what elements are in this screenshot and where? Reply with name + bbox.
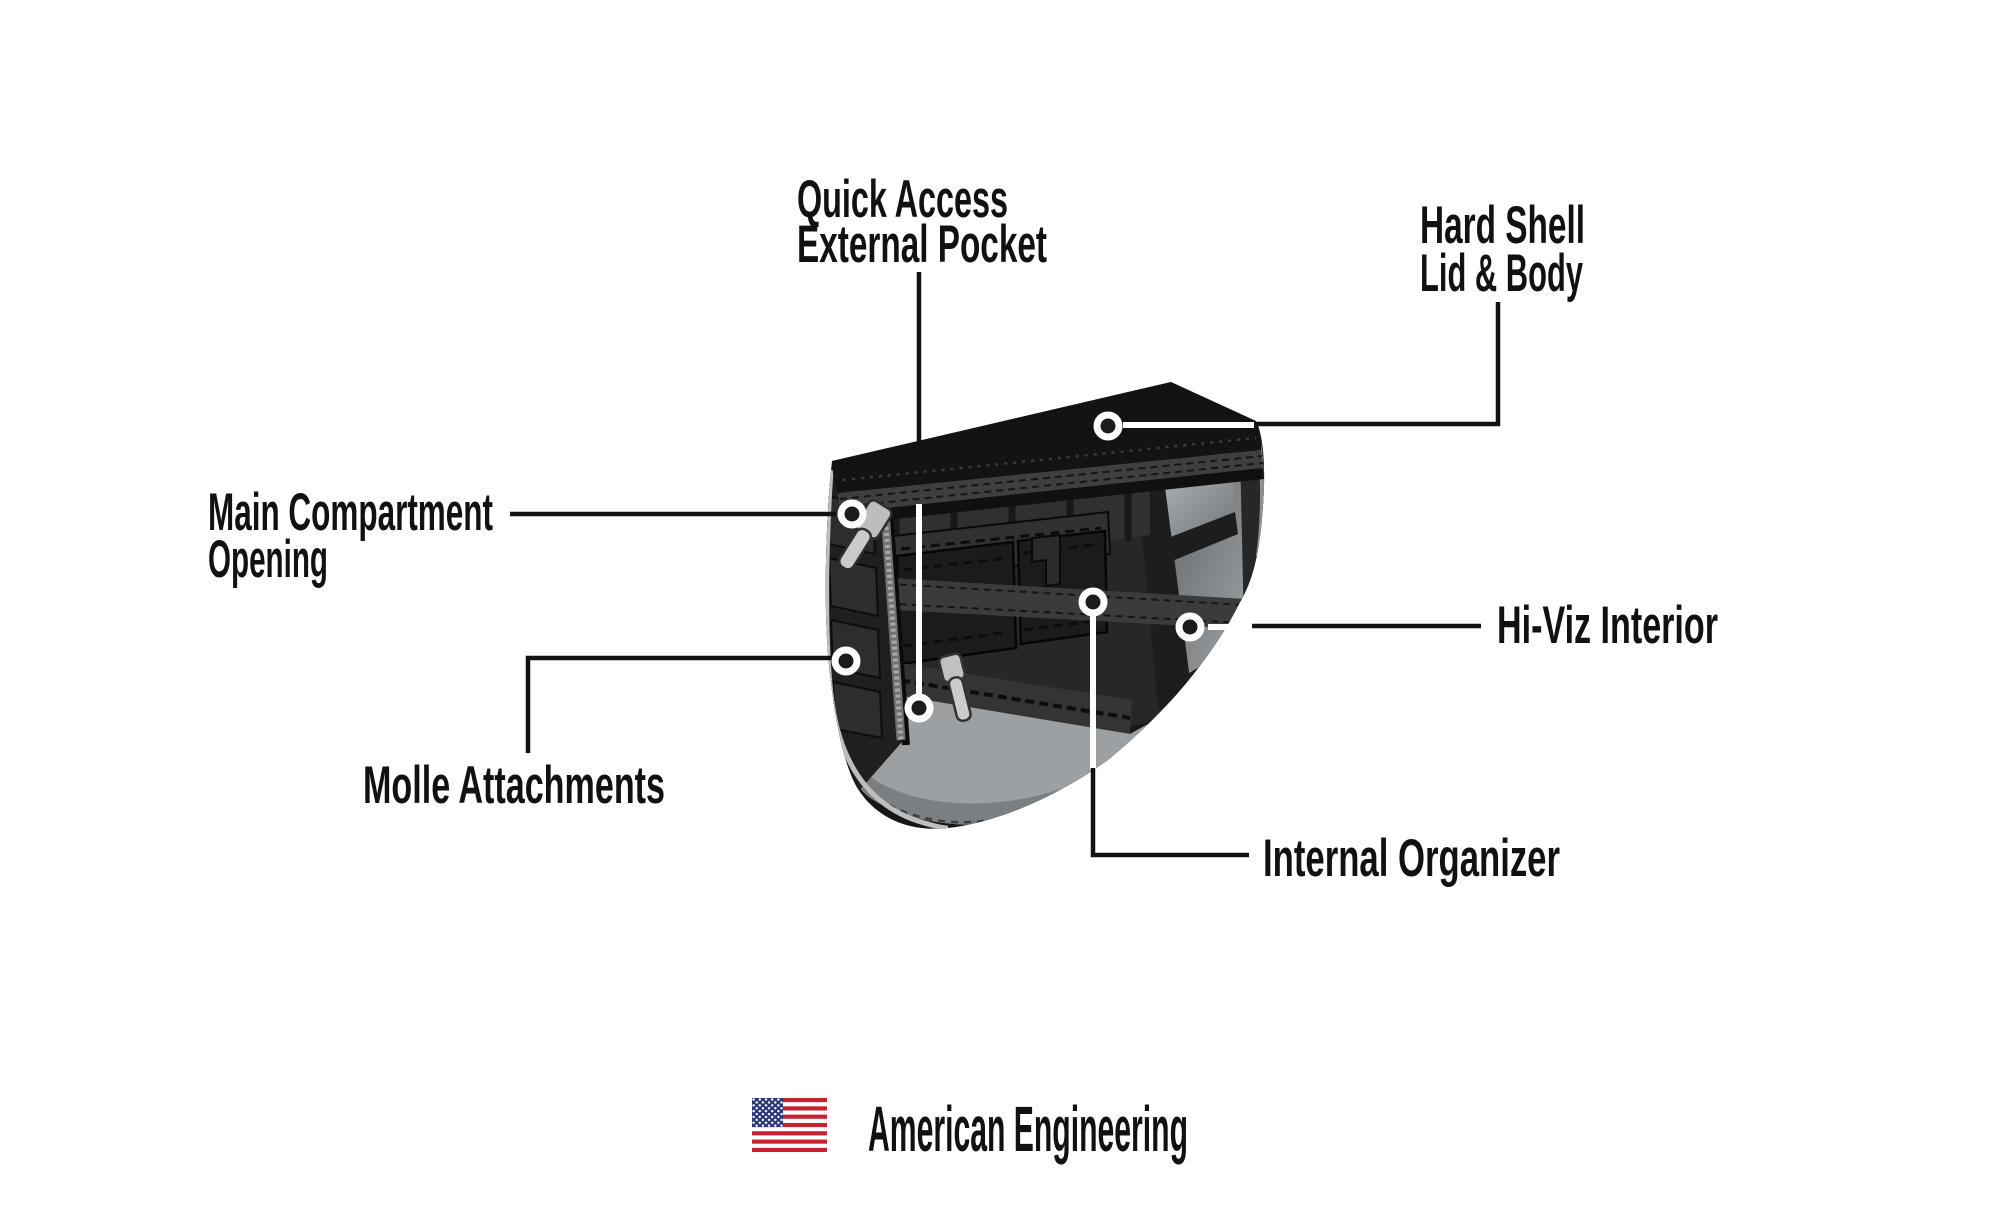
pocket-zipper-pull-icon	[937, 652, 972, 723]
saddlebag-illustration	[825, 382, 1265, 829]
leader-molle	[525, 655, 833, 753]
label-quick-access-line1: Quick Access	[797, 170, 1008, 229]
leader-hi-viz	[1208, 623, 1481, 630]
leader-internal-organizer	[1090, 616, 1249, 858]
flag-stripe	[752, 1147, 827, 1152]
flag-stars	[752, 1098, 783, 1128]
flag-stripe	[752, 1122, 827, 1128]
flag-stripe	[752, 1114, 827, 1119]
flag-stripe	[752, 1098, 827, 1103]
wall-frame-diagonal-bar	[1150, 512, 1238, 568]
callout-dot-quick-access	[904, 693, 934, 723]
bag-lid	[832, 382, 1264, 525]
label-hi-viz: Hi-Viz Interior	[1497, 596, 1718, 655]
leader-hard-shell	[1123, 302, 1501, 428]
label-main-compartment-line1: Main Compartment	[208, 483, 493, 542]
flag-stripe	[752, 1139, 827, 1144]
callout-dot-hi-viz	[1175, 612, 1205, 642]
callout-dot-hard-shell	[1093, 411, 1123, 441]
flag-stripe	[752, 1106, 827, 1111]
callout-dot-molle	[831, 646, 861, 676]
label-internal-organizer: Internal Organizer	[1263, 829, 1560, 888]
label-hard-shell-line2: Lid & Body	[1420, 244, 1583, 303]
callout-dot-internal-organizer	[1078, 587, 1108, 617]
tagline: American Engineering	[868, 1093, 1188, 1165]
molle-straps-column	[825, 468, 910, 792]
label-hard-shell-line1: Hard Shell	[1420, 196, 1585, 255]
label-molle: Molle Attachments	[363, 756, 665, 815]
flag-stripe	[752, 1131, 827, 1136]
label-quick-access-line2: External Pocket	[797, 215, 1047, 274]
organizer-hook-icon	[1031, 533, 1061, 588]
callout-dot-main-compartment	[837, 499, 867, 529]
us-flag-icon	[752, 1098, 827, 1152]
label-main-compartment-line2: Opening	[208, 530, 328, 589]
